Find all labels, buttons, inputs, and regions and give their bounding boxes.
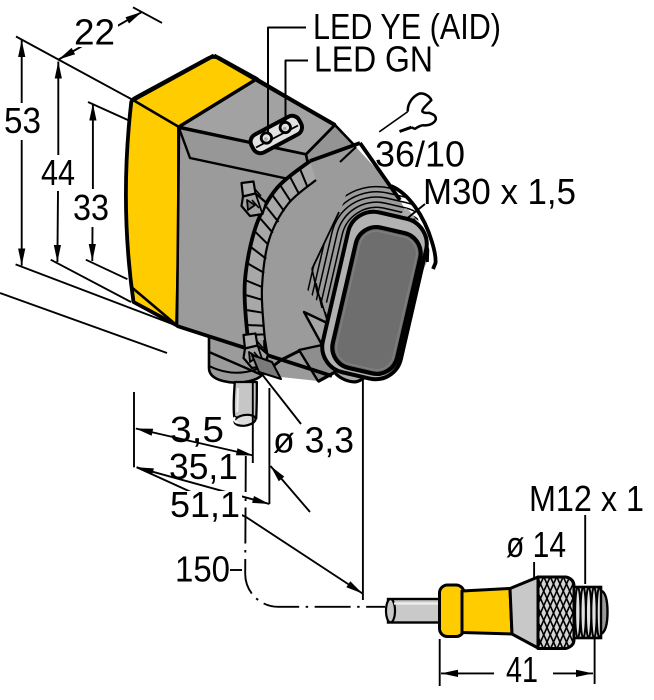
- svg-text:LED YE (AID): LED YE (AID): [313, 6, 501, 47]
- svg-text:M30 x 1,5: M30 x 1,5: [423, 171, 576, 212]
- svg-text:33: 33: [73, 187, 109, 228]
- svg-text:3,5: 3,5: [170, 409, 224, 450]
- svg-text:150: 150: [175, 549, 230, 590]
- svg-text:35,1: 35,1: [169, 446, 238, 487]
- svg-text:44: 44: [41, 152, 75, 193]
- svg-text:22: 22: [74, 12, 115, 53]
- svg-text:36/10: 36/10: [375, 134, 465, 175]
- svg-text:ø 3,3: ø 3,3: [273, 420, 354, 461]
- svg-text:ø 14: ø 14: [506, 524, 566, 565]
- svg-text:41: 41: [506, 649, 538, 690]
- svg-text:53: 53: [4, 100, 41, 141]
- svg-text:M12 x 1: M12 x 1: [529, 478, 644, 519]
- svg-text:LED GN: LED GN: [314, 39, 433, 80]
- svg-text:51,1: 51,1: [170, 484, 240, 525]
